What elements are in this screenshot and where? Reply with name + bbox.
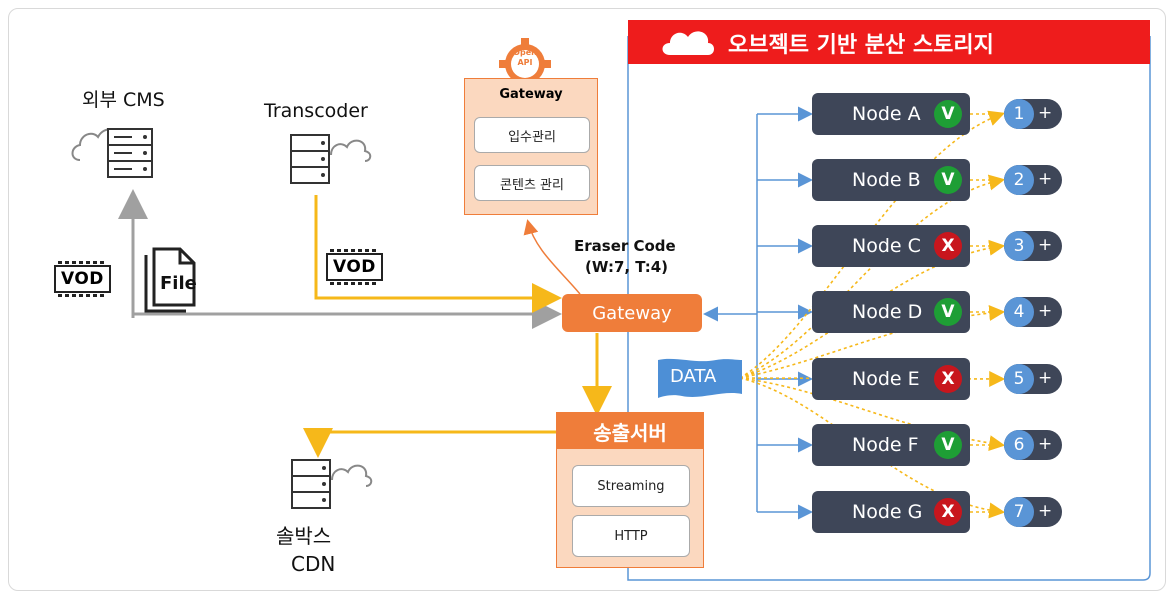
node-name: Node D <box>852 301 923 323</box>
data-label: DATA <box>670 366 717 387</box>
plus-icon: + <box>1038 501 1053 521</box>
node-e[interactable]: Node E X <box>812 358 970 400</box>
send-server-box: 송출서버 Streaming HTTP <box>556 412 704 568</box>
intake-management-item[interactable]: 입수관리 <box>474 117 590 153</box>
replica-5: 5+ <box>1004 364 1062 394</box>
replica-3: 3+ <box>1004 231 1062 261</box>
replica-number: 3 <box>1004 231 1034 261</box>
node-c[interactable]: Node C X <box>812 225 970 267</box>
file-icon <box>144 247 196 313</box>
content-management-item[interactable]: 콘텐츠 관리 <box>474 165 590 201</box>
eraser-code-line2: (W:7, T:4) <box>585 258 668 276</box>
eraser-code-line1: Eraser Code <box>574 237 676 255</box>
node-b[interactable]: Node B V <box>812 159 970 201</box>
ok-badge: V <box>934 100 962 128</box>
plus-icon: + <box>1038 235 1053 255</box>
vod-label-transcoder: VOD <box>326 249 383 285</box>
cdn-label-line2: CDN <box>291 552 336 576</box>
node-name: Node F <box>852 434 919 456</box>
gateway-box[interactable]: Gateway <box>562 294 702 332</box>
plus-icon: + <box>1038 434 1053 454</box>
node-f[interactable]: Node F V <box>812 424 970 466</box>
node-a[interactable]: Node A V <box>812 93 970 135</box>
replica-number: 4 <box>1004 297 1034 327</box>
external-cms-label: 외부 CMS <box>82 89 165 111</box>
replica-number: 6 <box>1004 430 1034 460</box>
node-name: Node B <box>852 169 921 191</box>
http-item[interactable]: HTTP <box>572 515 690 557</box>
openapi-gateway-box: Gateway 입수관리 콘텐츠 관리 <box>464 78 598 215</box>
ok-badge: V <box>934 298 962 326</box>
node-name: Node G <box>852 501 923 523</box>
transcoder-label: Transcoder <box>264 100 368 122</box>
node-d[interactable]: Node D V <box>812 291 970 333</box>
fail-badge: X <box>934 232 962 260</box>
fail-badge: X <box>934 365 962 393</box>
server-cloud-icon <box>71 128 153 178</box>
plus-icon: + <box>1038 103 1053 123</box>
file-label: File <box>160 273 197 294</box>
storage-title-banner: 오브젝트 기반 분산 스토리지 <box>628 20 1150 64</box>
vod-label-left: VOD <box>54 261 111 297</box>
node-name: Node E <box>852 368 920 390</box>
node-name: Node A <box>852 103 921 125</box>
cloud-icon <box>662 31 714 55</box>
replica-number: 1 <box>1004 99 1034 129</box>
openapi-gateway-title: Gateway <box>499 87 563 102</box>
data-banner-shape <box>658 358 742 398</box>
fail-badge: X <box>934 498 962 526</box>
replica-7: 7+ <box>1004 497 1062 527</box>
replica-6: 6+ <box>1004 430 1062 460</box>
plus-icon: + <box>1038 169 1053 189</box>
replica-number: 5 <box>1004 364 1034 394</box>
storage-title: 오브젝트 기반 분산 스토리지 <box>728 33 994 58</box>
transcoder-server-icon <box>290 134 372 184</box>
replica-number: 7 <box>1004 497 1034 527</box>
ok-badge: V <box>934 166 962 194</box>
diagram-frame <box>8 8 1166 591</box>
ok-badge: V <box>934 431 962 459</box>
node-g[interactable]: Node G X <box>812 491 970 533</box>
send-server-title: 송출서버 <box>557 413 703 449</box>
plus-icon: + <box>1038 368 1053 388</box>
open-api-label: Open API <box>513 48 537 67</box>
node-name: Node C <box>852 235 921 257</box>
plus-icon: + <box>1038 301 1053 321</box>
replica-4: 4+ <box>1004 297 1062 327</box>
replica-2: 2+ <box>1004 165 1062 195</box>
replica-number: 2 <box>1004 165 1034 195</box>
cdn-label-line1: 솔박스 <box>276 524 332 548</box>
streaming-item[interactable]: Streaming <box>572 465 690 507</box>
replica-1: 1+ <box>1004 99 1062 129</box>
cdn-server-cloud-icon <box>291 459 373 509</box>
